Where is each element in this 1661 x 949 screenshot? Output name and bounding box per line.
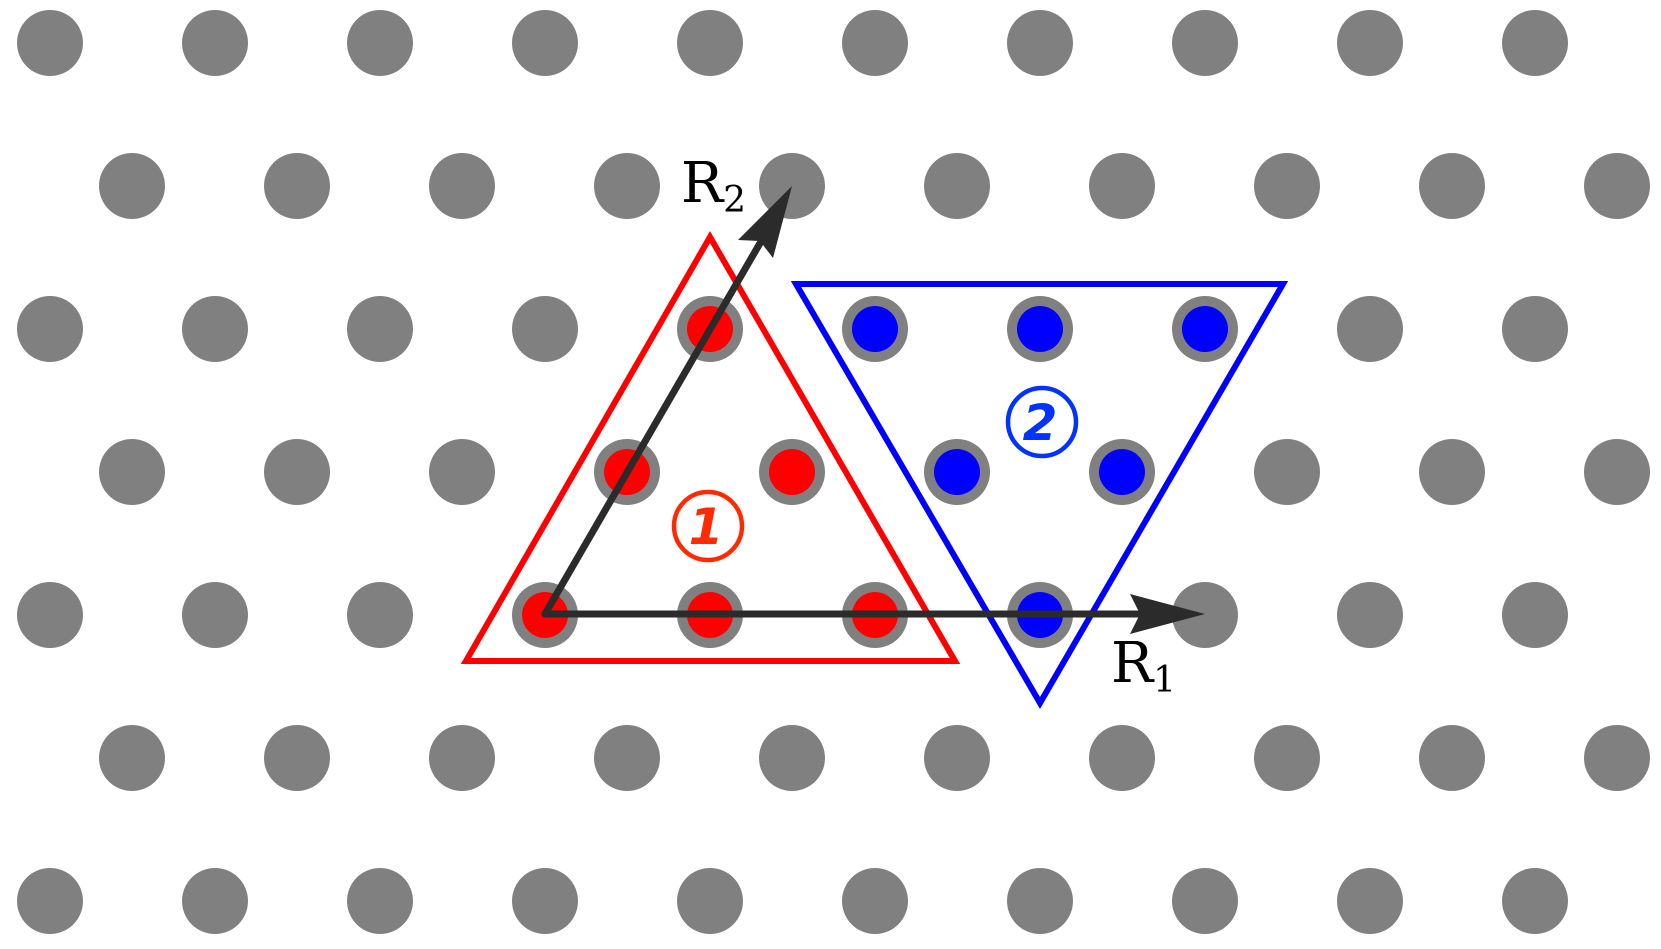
- lattice-site: [1584, 153, 1650, 219]
- cluster-2-site: [1182, 306, 1228, 352]
- lattice-site: [264, 153, 330, 219]
- lattice-site: [842, 868, 908, 934]
- vector-r1-arrowhead: [1130, 594, 1205, 634]
- cluster-2-site: [1099, 449, 1145, 495]
- lattice-site: [1502, 582, 1568, 648]
- lattice-site: [924, 725, 990, 791]
- lattice-site: [1254, 725, 1320, 791]
- lattice-site: [17, 296, 83, 362]
- lattice-site: [17, 582, 83, 648]
- lattice-site: [512, 868, 578, 934]
- cluster-2-site: [1017, 306, 1063, 352]
- cluster-1-label: 1: [671, 489, 745, 563]
- lattice-site: [99, 439, 165, 505]
- lattice-site: [1337, 10, 1403, 76]
- lattice-site: [1502, 10, 1568, 76]
- lattice-site: [1419, 153, 1485, 219]
- vector-r2-arrowhead: [738, 186, 792, 258]
- lattice-site: [594, 153, 660, 219]
- lattice-site: [677, 10, 743, 76]
- lattice-site: [182, 296, 248, 362]
- lattice-site: [1172, 582, 1238, 648]
- vector-r2-shaft: [541, 234, 767, 618]
- lattice-site: [1089, 153, 1155, 219]
- lattice-site: [1502, 296, 1568, 362]
- cluster-2-site: [852, 306, 898, 352]
- lattice-site: [99, 153, 165, 219]
- vector-r1: [541, 594, 1205, 634]
- lattice-site: [1254, 439, 1320, 505]
- lattice-site: [1337, 582, 1403, 648]
- cluster-1-label-ring: [671, 489, 745, 563]
- cluster-2-site: [934, 449, 980, 495]
- lattice-site: [1337, 868, 1403, 934]
- lattice-site: [1419, 725, 1485, 791]
- vector-r2-label: R2: [681, 151, 746, 221]
- lattice-site: [594, 725, 660, 791]
- cluster-1-triangle: [460, 230, 961, 664]
- cluster-2-triangle: [790, 281, 1289, 709]
- cluster-2-label-ring: [1005, 385, 1079, 459]
- cluster-1-site: [769, 449, 815, 495]
- lattice-site: [429, 153, 495, 219]
- lattice-site: [347, 868, 413, 934]
- lattice-site: [1419, 439, 1485, 505]
- lattice-site: [182, 582, 248, 648]
- lattice-site: [1172, 868, 1238, 934]
- lattice-site: [842, 10, 908, 76]
- lattice-site: [182, 868, 248, 934]
- lattice-site: [1089, 725, 1155, 791]
- vector-r1-label: R1: [1111, 631, 1176, 701]
- lattice-site: [1502, 868, 1568, 934]
- lattice-site: [264, 725, 330, 791]
- lattice-site: [347, 582, 413, 648]
- lattice-site: [1584, 439, 1650, 505]
- lattice-site: [99, 725, 165, 791]
- lattice-site: [1172, 10, 1238, 76]
- lattice-site: [347, 296, 413, 362]
- lattice-site: [1007, 10, 1073, 76]
- lattice-site: [512, 296, 578, 362]
- vector-r2-subscript: 2: [723, 180, 746, 221]
- lattice-site: [17, 10, 83, 76]
- lattice-site: [1337, 296, 1403, 362]
- lattice-site: [429, 725, 495, 791]
- lattice-site: [677, 868, 743, 934]
- vector-r1-symbol: R: [1111, 631, 1155, 696]
- lattice-sites: [17, 10, 1650, 934]
- lattice-site: [347, 10, 413, 76]
- lattice-site: [264, 439, 330, 505]
- lattice-site: [759, 725, 825, 791]
- vector-r2-symbol: R: [681, 151, 725, 216]
- lattice-site: [1584, 725, 1650, 791]
- cluster-2-label-text: 2: [1023, 394, 1058, 452]
- vector-r1-subscript: 1: [1153, 660, 1176, 701]
- cluster-2-label: 2: [1005, 385, 1079, 459]
- cluster-2-sites: [852, 306, 1228, 638]
- lattice-site: [17, 868, 83, 934]
- lattice-site: [429, 439, 495, 505]
- lattice-site: [1007, 868, 1073, 934]
- lattice-site: [512, 10, 578, 76]
- lattice-site: [1254, 153, 1320, 219]
- lattice-site: [924, 153, 990, 219]
- vector-r2: [541, 186, 792, 618]
- cluster-1-label-text: 1: [689, 498, 724, 556]
- lattice-site: [182, 10, 248, 76]
